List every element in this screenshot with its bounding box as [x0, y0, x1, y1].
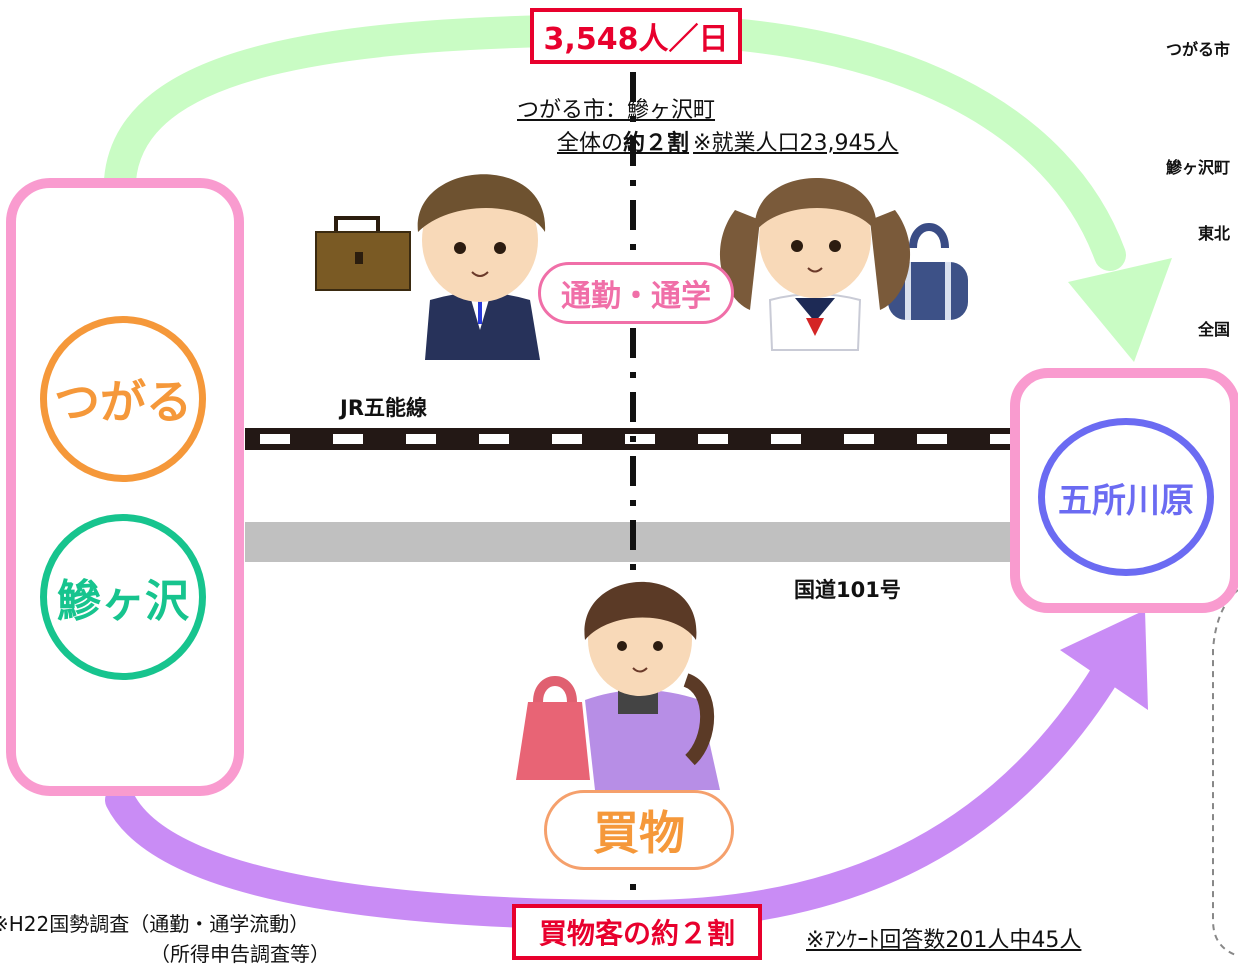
rail-tie: [844, 434, 874, 444]
rail-tie: [479, 434, 509, 444]
schoolgirl-figure: [719, 178, 911, 351]
shopping-mode-pill: 買物: [544, 790, 734, 870]
origin-node-tsugaru: つがる: [40, 316, 206, 482]
commute-route-label: つがる市：鰺ヶ沢町: [517, 98, 716, 123]
legend-item-ajigasawa-town: 鰺ヶ沢町: [1165, 158, 1230, 177]
railway-label: JR五能線: [340, 396, 427, 420]
commute-mode-pill: 通勤・通学: [538, 262, 734, 324]
commute-arrowhead: [1068, 258, 1172, 362]
rail-tie: [406, 434, 436, 444]
rail-tie: [625, 434, 655, 444]
rail-tie: [917, 434, 947, 444]
jr-gono-railway: [245, 428, 1020, 450]
source-note-income: （所得申告調査等）: [150, 942, 330, 966]
shopping-arrowhead: [1060, 610, 1148, 710]
survey-note: ※ｱﾝｹｰﾄ回答数201人中45人: [806, 928, 1082, 953]
shopping-bag-icon: [516, 676, 590, 780]
destination-node-goshogawara: 五所川原: [1038, 418, 1214, 576]
rail-tie: [698, 434, 728, 444]
source-note-census: ※H22国勢調査（通勤・通学流動）: [0, 912, 310, 936]
legend-item-national: 全国: [1197, 320, 1230, 339]
rail-tie: [260, 434, 290, 444]
commute-share-prefix: 全体の: [557, 131, 624, 156]
rail-tie: [990, 434, 1020, 444]
commute-mode-label: 通勤・通学: [561, 279, 711, 314]
origin-area-box: [6, 178, 244, 796]
commute-share-note: ※就業人口23,945人: [693, 131, 899, 156]
commute-count-value: 3,548人／日: [543, 22, 729, 57]
legend-item-tsugaru-city: つがる市: [1165, 40, 1230, 59]
road-label: 国道101号: [794, 578, 901, 602]
origin-node-ajigasawa-label: 鰺ヶ沢: [57, 576, 189, 627]
briefcase-icon: [315, 216, 411, 291]
commute-share-value: 約２割: [623, 131, 690, 156]
businessman-figure: [417, 174, 546, 360]
shopping-share-badge: 買物客の約２割: [512, 904, 762, 960]
commute-share-line: 全体の約２割※就業人口23,945人: [557, 125, 898, 157]
origin-node-tsugaru-label: つがる: [54, 375, 192, 429]
legend-item-tohoku: 東北: [1197, 224, 1230, 243]
shopping-mode-label: 買物: [593, 806, 685, 860]
rail-tie: [333, 434, 363, 444]
school-bag-icon: [888, 223, 968, 320]
rail-tie: [552, 434, 582, 444]
destination-node-label: 五所川原: [1058, 480, 1194, 521]
national-road-101: [245, 522, 1010, 562]
woman-shopper-figure: [584, 581, 720, 790]
rail-tie: [771, 434, 801, 444]
origin-node-ajigasawa: 鰺ヶ沢: [40, 514, 206, 680]
commute-count-badge: 3,548人／日: [530, 8, 742, 64]
shopping-share-value: 買物客の約２割: [538, 917, 735, 950]
dashed-callout: [1212, 589, 1238, 956]
